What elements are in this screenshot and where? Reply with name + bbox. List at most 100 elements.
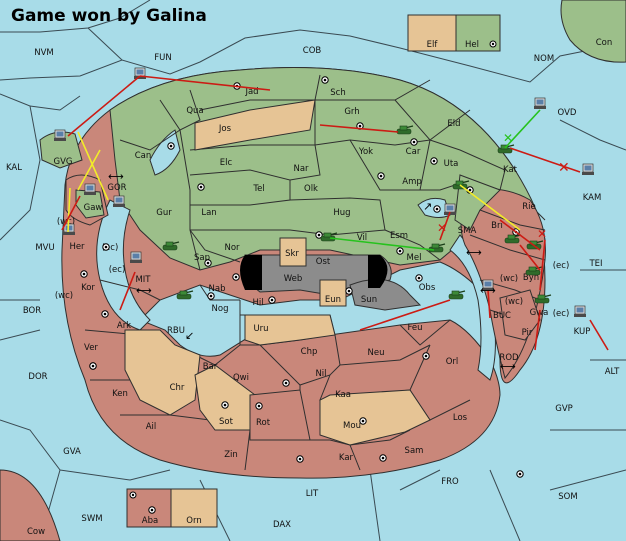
land-label-chp: Chp xyxy=(301,347,318,357)
land-label-ver: Ver xyxy=(84,343,98,353)
fleet-computer-icon xyxy=(574,305,586,317)
land-label-car: Car xyxy=(406,147,421,157)
land-label-orl: Orl xyxy=(446,357,459,367)
sea-label-ovd: OVD xyxy=(558,108,577,118)
land-label-bri: Bri xyxy=(491,221,503,231)
sea-label-sma: SMA xyxy=(458,226,477,236)
sea-label-som: SOM xyxy=(558,492,577,502)
legend: Elf Hel Aba Orn xyxy=(126,14,501,528)
coast-tag-ec4: (ec) xyxy=(553,309,570,319)
sea-label-kup: KUP xyxy=(574,327,591,337)
land-label-kor: Kor xyxy=(81,283,95,293)
sea-label-dax: DAX xyxy=(273,520,291,530)
land-label-nar: Nar xyxy=(293,164,309,174)
land-label-chr: Chr xyxy=(170,383,185,393)
fleet-computer-icon xyxy=(582,163,594,175)
supply-centre-dot xyxy=(103,312,107,316)
legend-elf-label: Elf xyxy=(427,40,439,50)
land-label-rie: Rie xyxy=(522,202,536,212)
supply-centre-dot xyxy=(358,124,362,128)
sea-label-fro: FRO xyxy=(441,477,459,487)
continent xyxy=(39,67,546,479)
supply-centre-dot xyxy=(82,272,86,276)
fleet-computer-icon xyxy=(534,97,546,109)
land-label-esm: Esm xyxy=(390,231,408,241)
land-label-nor: Nor xyxy=(224,243,240,253)
coast-tag-wc2: (wc) xyxy=(55,291,73,301)
supply-centre-dot xyxy=(424,354,428,358)
supply-centre-dot xyxy=(104,245,108,249)
legend-aba-label: Aba xyxy=(142,516,158,526)
land-label-obs: Obs xyxy=(419,283,436,293)
coast-tag-ec3: (ec) xyxy=(553,261,570,271)
supply-centre-dot xyxy=(257,404,261,408)
supply-centre-dot xyxy=(347,289,351,293)
land-label-grh: Grh xyxy=(344,107,359,117)
legend-orn-swatch xyxy=(170,488,218,528)
land-label-skr: Skr xyxy=(285,249,299,259)
order-arrows: ✕ ✕ ✕ ✕ xyxy=(61,75,609,351)
army-tank-icon xyxy=(320,232,338,242)
supply-centre-dot xyxy=(398,249,402,253)
supply-centre-dot xyxy=(223,403,227,407)
supply-centre-dot xyxy=(381,456,385,460)
land-label-gur: Gur xyxy=(156,208,172,218)
sea-label-cow: Cow xyxy=(27,527,45,537)
supply-centre-dot xyxy=(518,472,522,476)
land-label-jad: Jad xyxy=(244,87,258,97)
sea-label-kam: KAM xyxy=(583,193,602,203)
land-label-nil: Nil xyxy=(315,369,326,379)
svg-text:↗: ↗ xyxy=(423,200,432,213)
supply-centre-dot xyxy=(284,381,288,385)
sea-label-mvu: MVU xyxy=(35,243,54,253)
game-title: Game won by Galina xyxy=(11,6,207,26)
land-label-yok: Yok xyxy=(358,147,373,157)
land-label-mel: Mel xyxy=(407,253,422,263)
legend-elf-swatch xyxy=(407,14,457,52)
land-label-sch: Sch xyxy=(330,88,345,98)
svg-text:⟷: ⟷ xyxy=(500,360,516,373)
land-label-kat: Kat xyxy=(503,165,518,175)
land-label-qwi: Qwi xyxy=(233,373,249,383)
land-label-sap: Sap xyxy=(194,253,210,263)
land-label-sot: Sot xyxy=(219,417,234,427)
land-label-sam: Sam xyxy=(405,446,424,456)
sea-label-nvm: NVM xyxy=(34,48,54,58)
con-land xyxy=(560,0,626,63)
land-label-ark: Ark xyxy=(117,321,131,331)
supply-centre-dot xyxy=(270,298,274,302)
land-label-rot: Rot xyxy=(256,418,271,428)
land-label-web: Web xyxy=(284,274,303,284)
svg-text:↙: ↙ xyxy=(185,329,194,342)
land-label-ail: Ail xyxy=(146,422,157,432)
supply-centre-dot xyxy=(379,174,383,178)
land-label-gaw: Gaw xyxy=(84,203,103,213)
sea-label-swm: SWM xyxy=(81,514,102,524)
fleet-computer-icon xyxy=(130,251,142,263)
army-units xyxy=(162,125,552,304)
land-label-neu: Neu xyxy=(368,348,385,358)
land-label-kar: Kar xyxy=(339,453,354,463)
land-label-eld: Eld xyxy=(447,119,460,129)
land-label-zin: Zin xyxy=(224,450,238,460)
sea-passage-arrows: ⟷ ⟷ ⟷ ⟷ ⟷ ↙ ↗ xyxy=(108,170,516,373)
supply-centre-dot xyxy=(234,275,238,279)
sea-label-lit: LIT xyxy=(306,489,319,499)
land-label-gvg: GVG xyxy=(54,157,73,167)
coast-tag-ec1: (ec) xyxy=(102,243,119,253)
land-label-nab: Nab xyxy=(209,284,226,294)
land-label-amp: Amp xyxy=(402,177,422,187)
svg-text:⟷: ⟷ xyxy=(480,284,496,297)
coast-tag-wc3: (wc) xyxy=(500,274,518,284)
fleet-units xyxy=(54,67,594,317)
supply-centre-dot xyxy=(432,159,436,163)
supply-centre-dot xyxy=(412,140,416,144)
sea-label-rbu: RBU xyxy=(167,326,185,336)
svg-text:✕: ✕ xyxy=(437,221,447,235)
supply-centre-dot xyxy=(417,276,421,280)
svg-text:⟷: ⟷ xyxy=(136,284,152,297)
land-label-elc: Elc xyxy=(220,158,233,168)
sea-label-tei: TEI xyxy=(588,259,602,269)
army-tank-icon xyxy=(162,241,180,251)
